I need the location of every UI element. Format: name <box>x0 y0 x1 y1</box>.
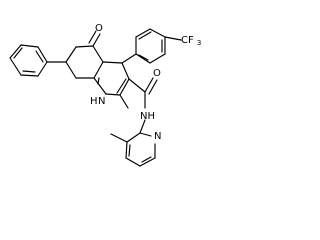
trifluoromethyl-label: CF 3 <box>181 35 201 47</box>
dihydropyridine-ring <box>93 61 130 96</box>
diagram-background <box>0 0 202 172</box>
trifluoromethyl-main-label: CF <box>181 35 194 46</box>
ring-nh-nitrogen-label: N <box>98 96 105 107</box>
amide-and-methyl-branches <box>119 77 158 134</box>
amide-nh-label: NH <box>140 111 155 122</box>
methylpyridine-ring <box>110 132 156 167</box>
trifluoromethyl-subscript-label: 3 <box>197 39 201 47</box>
chemical-structure-diagram: O H N O NH N CF 3 <box>0 0 202 172</box>
ring-nh-hydrogen-label: H <box>90 96 98 107</box>
ketone-oxygen-label: O <box>95 23 103 34</box>
amide-oxygen-label: O <box>153 68 161 79</box>
pyridine-nitrogen-label: N <box>154 131 161 142</box>
cyclohexenone-ring <box>46 30 104 79</box>
trifluoromethyl-phenyl-ring <box>121 28 182 64</box>
phenyl-ring <box>9 44 48 77</box>
